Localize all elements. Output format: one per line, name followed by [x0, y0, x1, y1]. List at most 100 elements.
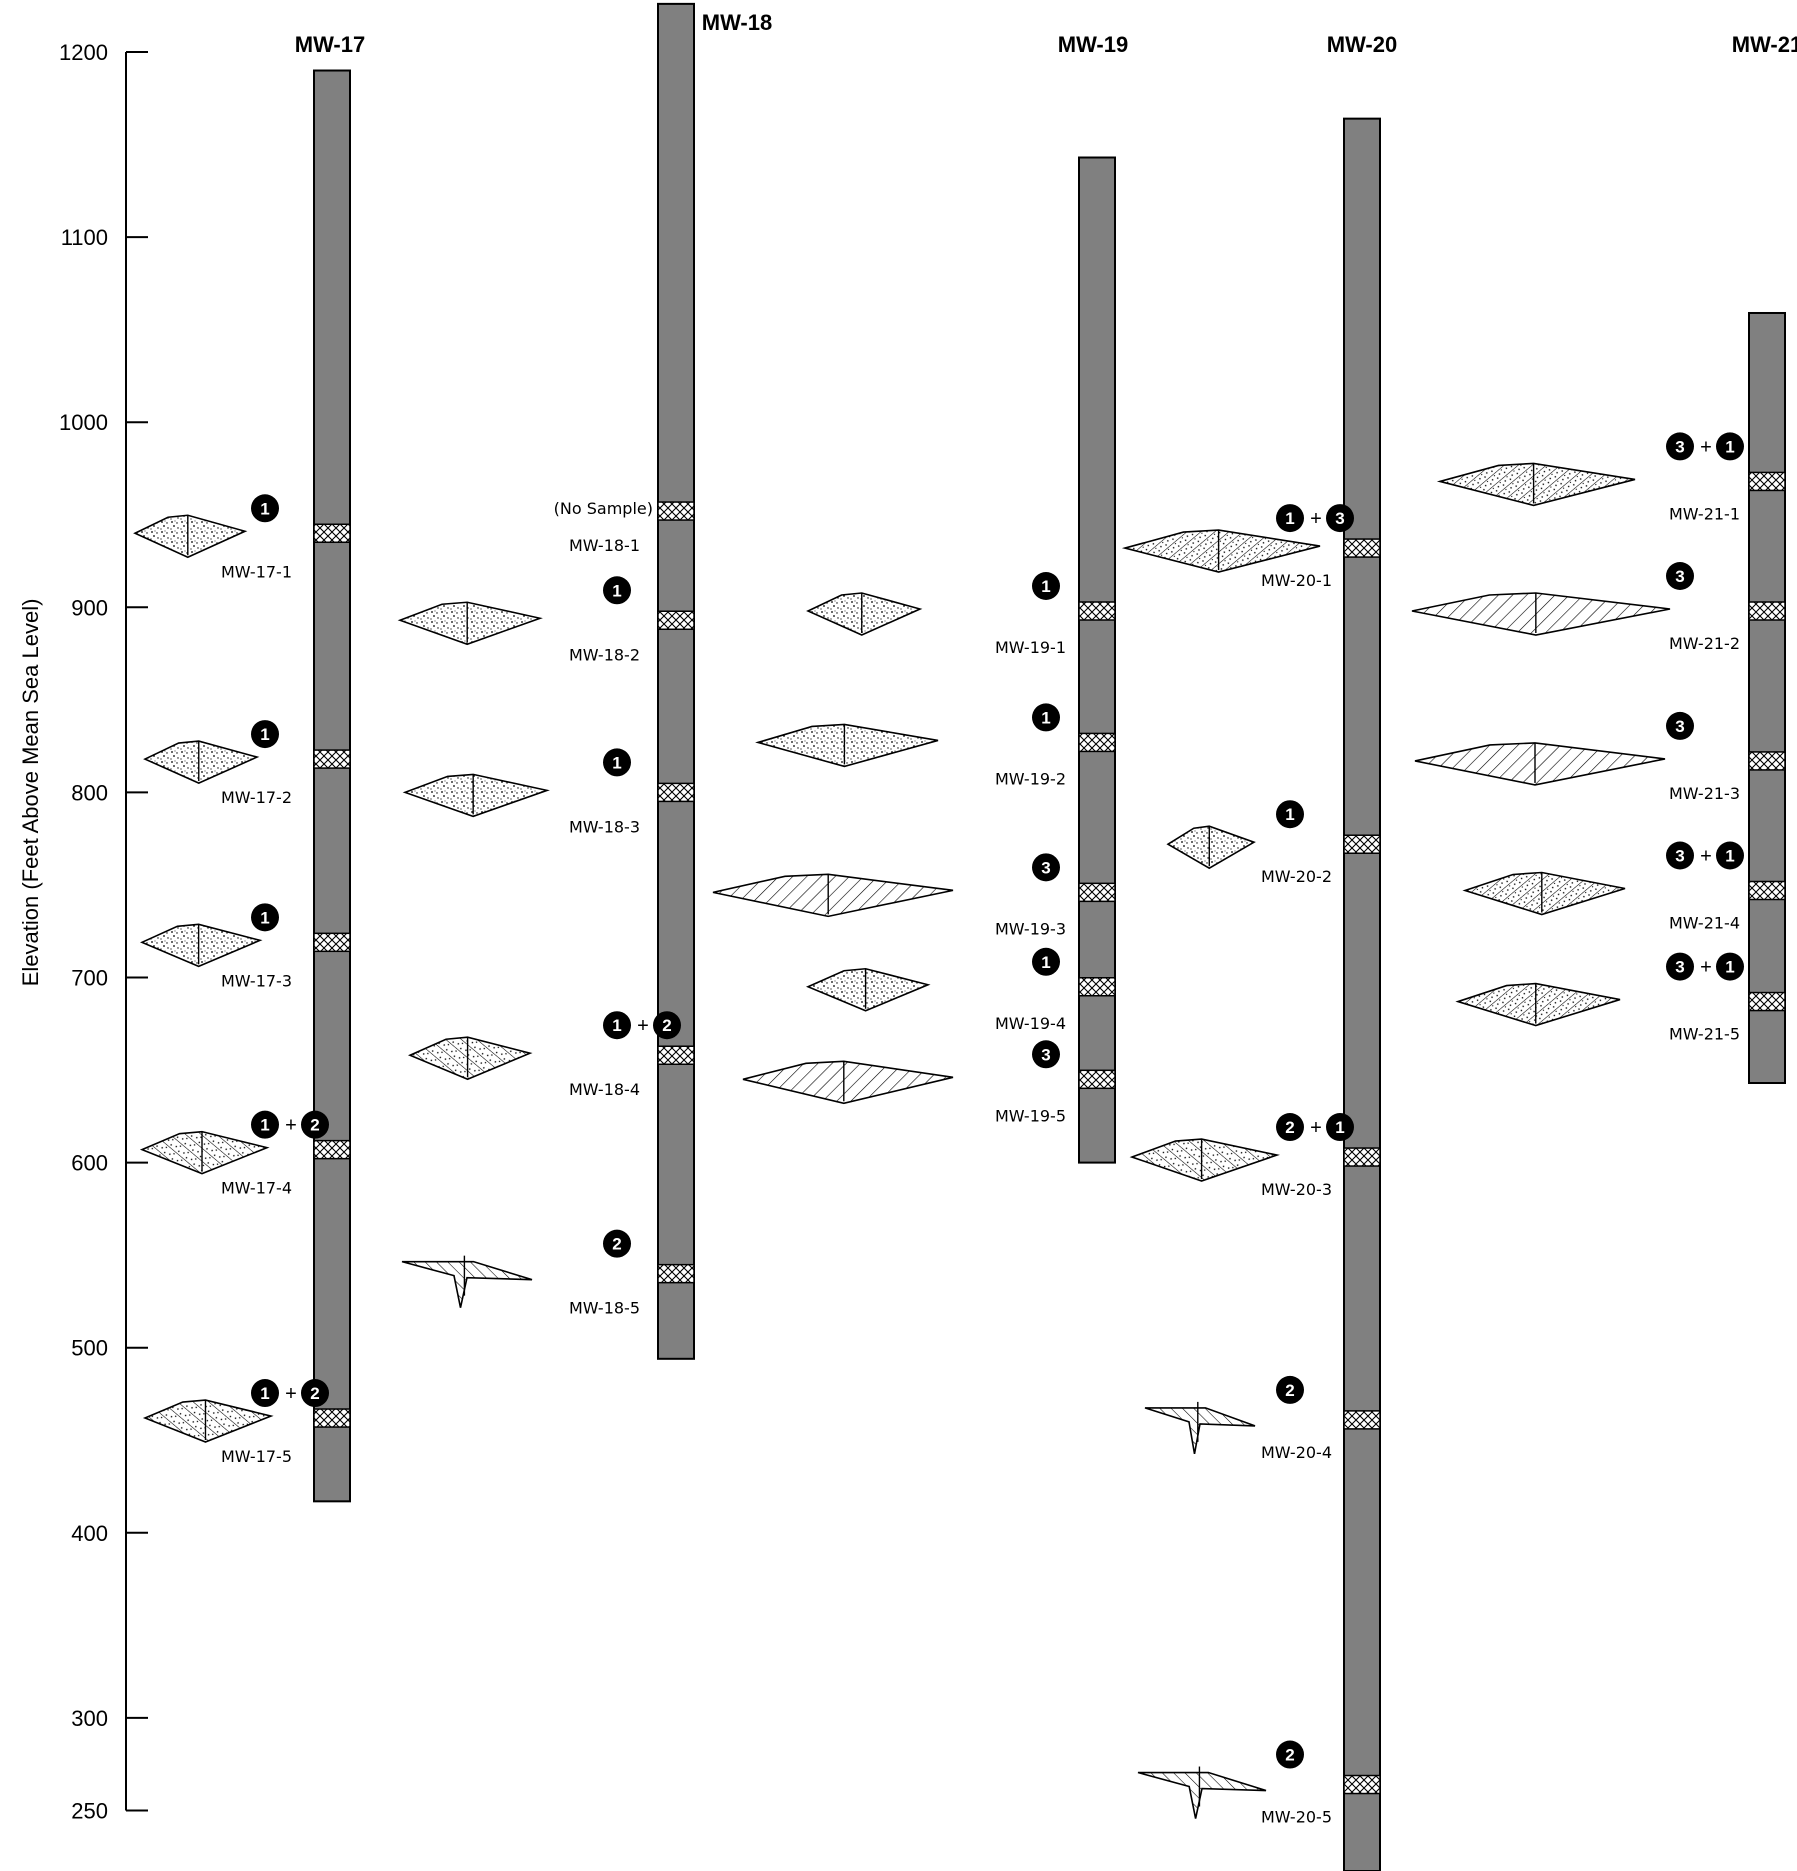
- stiff-diagram-shape: [407, 1036, 533, 1081]
- sample-stiff-diagram: [1462, 871, 1626, 916]
- type-badge-number: 2: [1285, 1118, 1294, 1137]
- sample-label: MW-20-3: [1261, 1180, 1332, 1199]
- screen-interval: [1078, 882, 1116, 903]
- sample-label: MW-19-4: [995, 1014, 1066, 1033]
- type-badge-number: 3: [1675, 437, 1684, 456]
- sample-type-badges: 2+1: [1276, 1113, 1354, 1142]
- type-badge-number: 3: [1041, 858, 1050, 877]
- sample-stiff-diagram: [139, 1130, 270, 1175]
- sample-stiff-diagram: [1411, 592, 1671, 636]
- screen-interval: [1078, 977, 1116, 997]
- type-badge-number: 1: [1725, 958, 1734, 977]
- sample-stiff-diagram: [143, 740, 260, 784]
- type-badge-3: [1032, 1040, 1060, 1069]
- y-tick-label: 900: [71, 595, 108, 620]
- type-badge-number: 1: [1041, 577, 1050, 596]
- y-tick-label: 250: [71, 1798, 108, 1823]
- sample-stiff-diagram: [407, 1036, 533, 1081]
- type-badge-1: [251, 720, 279, 749]
- type-badge-3: [1032, 853, 1060, 882]
- sample-stiff-diagram: [1436, 462, 1636, 507]
- sample-type-badges: 2: [1276, 1740, 1304, 1769]
- sample-stiff-diagram: [1129, 1138, 1280, 1182]
- stiff-diagram-shape: [133, 514, 248, 559]
- type-badge-1: [1716, 432, 1744, 461]
- screen-interval: [657, 1045, 695, 1065]
- sample-label: MW-19-3: [995, 919, 1066, 938]
- sample-label: MW-18-5: [569, 1299, 640, 1318]
- type-badge-number: 1: [612, 581, 621, 600]
- type-badge-3: [1666, 841, 1694, 870]
- y-tick-label: 600: [71, 1151, 108, 1176]
- type-badge-number: 3: [1675, 958, 1684, 977]
- sample-stiff-diagram: [1455, 982, 1621, 1027]
- screen-interval: [657, 1263, 695, 1284]
- sample-stiff-diagram: [397, 601, 543, 646]
- well-column: [313, 69, 351, 1503]
- type-badge-number: 3: [1675, 847, 1684, 866]
- screen-interval: [1078, 1069, 1116, 1090]
- type-badge-number: 2: [1285, 1746, 1294, 1765]
- y-tick-label: 1100: [61, 225, 108, 250]
- type-badge-number: 1: [612, 753, 621, 772]
- type-badge-1: [251, 903, 279, 932]
- type-badge-2: [301, 1379, 329, 1408]
- well-mw-21: MW-21MW-21-13+1MW-21-23MW-21-33MW-21-43+…: [1411, 32, 1797, 1085]
- sample-type-badges: 1: [603, 576, 631, 605]
- plus-sign: +: [1700, 957, 1712, 979]
- stiff-diagram-shape: [805, 967, 931, 1012]
- well-title: MW-20: [1327, 32, 1397, 57]
- screen-interval: [313, 932, 351, 953]
- stiff-diagram-shape: [139, 1130, 270, 1175]
- sample-type-badges: 3: [1032, 1040, 1060, 1069]
- type-badge-2: [1276, 1375, 1304, 1404]
- type-badge-number: 2: [310, 1116, 319, 1135]
- type-badge-number: 1: [260, 725, 269, 744]
- type-badge-1: [603, 748, 631, 777]
- stiff-diagram-shape: [1436, 462, 1636, 507]
- y-tick-label: 400: [71, 1521, 108, 1546]
- sample-type-badges: 1+2: [603, 1011, 681, 1040]
- well-mw-19: MW-19MW-19-11MW-19-21MW-19-33MW-19-41MW-…: [712, 32, 1128, 1164]
- type-badge-1: [1276, 800, 1304, 829]
- sample-label: MW-17-4: [221, 1179, 292, 1198]
- screen-interval: [1748, 601, 1786, 621]
- sample-label: MW-21-5: [1669, 1025, 1740, 1044]
- stiff-diagram-shape: [1166, 825, 1256, 870]
- stiff-diagram-shape: [402, 773, 550, 818]
- screen-interval: [1748, 751, 1786, 771]
- stiff-diagram-shape: [397, 601, 543, 646]
- sample-type-badges: 3: [1666, 711, 1694, 740]
- sample-stiff-diagram: [401, 1255, 533, 1308]
- well-title: MW-18: [702, 10, 772, 35]
- screen-interval: [313, 749, 351, 769]
- type-badge-number: 1: [1041, 953, 1050, 972]
- sample-stiff-diagram: [805, 967, 931, 1012]
- stiff-diagram-shape: [1129, 1138, 1280, 1182]
- screen-interval: [313, 1408, 351, 1428]
- sample-label: MW-17-1: [221, 562, 292, 581]
- sample-type-badges: 1: [603, 748, 631, 777]
- type-badge-1: [603, 1011, 631, 1040]
- type-badge-3: [1666, 952, 1694, 981]
- sample-label: MW-20-2: [1261, 867, 1332, 886]
- y-tick-label: 1000: [59, 410, 108, 435]
- type-badge-number: 3: [1041, 1045, 1050, 1064]
- sample-label: MW-20-4: [1261, 1443, 1332, 1462]
- sample-label: MW-19-1: [995, 638, 1066, 657]
- type-badge-2: [1276, 1740, 1304, 1769]
- stiff-diagram-shape: [1455, 982, 1621, 1027]
- sample-type-badges: 3+1: [1666, 841, 1744, 870]
- sample-type-badges: 1+3: [1276, 504, 1354, 533]
- type-badge-number: 1: [612, 1016, 621, 1035]
- screen-interval: [1078, 732, 1116, 753]
- type-badge-1: [1716, 841, 1744, 870]
- sample-type-badges: 1: [251, 494, 279, 523]
- well-mw-17: MW-17MW-17-11MW-17-21MW-17-31MW-17-41+2M…: [133, 32, 365, 1503]
- screen-interval: [1748, 991, 1786, 1012]
- type-badge-number: 1: [1335, 1118, 1344, 1137]
- type-badge-1: [1032, 947, 1060, 976]
